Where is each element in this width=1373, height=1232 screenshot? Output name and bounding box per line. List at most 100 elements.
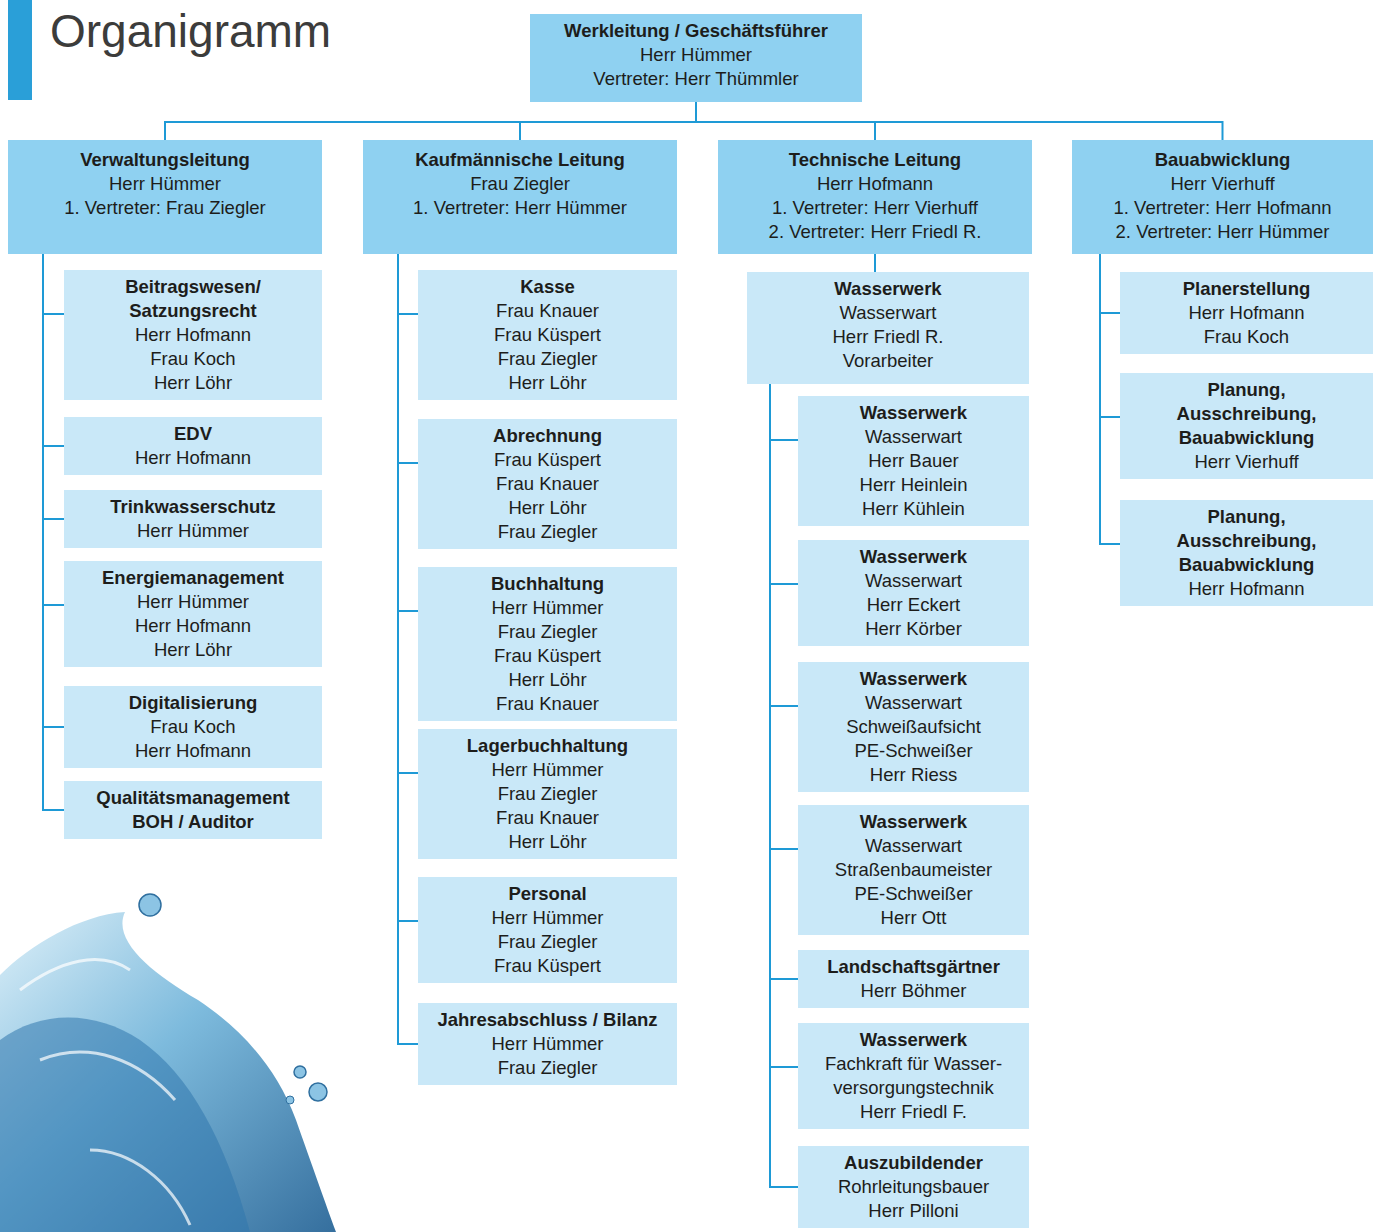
box-text: Herr Eckert <box>806 593 1021 617</box>
box-text: Herr Hofmann <box>72 739 314 763</box>
box-heading: Kasse <box>426 275 669 299</box>
box-text: Herr Löhr <box>426 496 669 520</box>
box-heading: Energiemanagement <box>72 566 314 590</box>
box-text: Herr Hümmer <box>426 758 669 782</box>
box-heading: Planung, Ausschreibung, Bauabwicklung <box>1162 378 1332 450</box>
box-text: Frau Ziegler <box>371 172 669 196</box>
box-text: Frau Knauer <box>426 299 669 323</box>
box-text: Herr Riess <box>806 763 1021 787</box>
box-text: 1. Vertreter: Herr Hümmer <box>371 196 669 220</box>
box-text: Fachkraft für Wasser- versorgungstechnik <box>806 1052 1021 1100</box>
box-text: Herr Pilloni <box>806 1199 1021 1223</box>
box-text: Herr Hofmann <box>72 323 314 347</box>
box-heading: Landschaftsgärtner <box>806 955 1021 979</box>
department-box: BauabwicklungHerr Vierhuff1. Vertreter: … <box>1072 140 1373 254</box>
unit-box: EnergiemanagementHerr HümmerHerr Hofmann… <box>64 561 322 667</box>
box-text: Herr Hofmann <box>1128 577 1365 601</box>
box-heading: Wasserwerk <box>755 277 1021 301</box>
org-connector <box>770 384 798 1067</box>
box-text: Frau Ziegler <box>426 347 669 371</box>
org-connector <box>43 254 64 519</box>
box-text: Frau Ziegler <box>426 930 669 954</box>
unit-box: PersonalHerr HümmerFrau ZieglerFrau Küsp… <box>418 877 677 983</box>
unit-box: WasserwerkWasserwartSchweißaufsichtPE-Sc… <box>798 662 1029 792</box>
box-text: Rohrleitungsbauer <box>806 1175 1021 1199</box>
box-text: Frau Koch <box>1128 325 1365 349</box>
box-heading: Jahresabschluss / Bilanz <box>426 1008 669 1032</box>
box-text: Herr Hofmann <box>726 172 1024 196</box>
box-text: Herr Friedl F. <box>806 1100 1021 1124</box>
org-connector <box>43 254 64 446</box>
box-text: Frau Koch <box>72 715 314 739</box>
box-text: Frau Küspert <box>426 448 669 472</box>
box-text: PE-Schweißer <box>806 882 1021 906</box>
unit-box: WasserwerkWasserwartHerr Friedl R.Vorarb… <box>747 272 1029 384</box>
box-text: Herr Hümmer <box>72 519 314 543</box>
org-connector <box>398 254 418 921</box>
box-heading: EDV <box>72 422 314 446</box>
box-text: Frau Ziegler <box>426 620 669 644</box>
unit-box: LandschaftsgärtnerHerr Böhmer <box>798 950 1029 1008</box>
box-heading: Qualitätsmanagement <box>72 786 314 810</box>
water-splash-shade <box>0 1018 250 1232</box>
unit-box: WasserwerkFachkraft für Wasser- versorgu… <box>798 1023 1029 1129</box>
box-heading: Planung, Ausschreibung, Bauabwicklung <box>1162 505 1332 577</box>
org-connector <box>520 102 696 140</box>
box-heading: Auszubildender <box>806 1151 1021 1175</box>
unit-box: WasserwerkWasserwartStraßenbaumeisterPE-… <box>798 805 1029 935</box>
box-text: Herr Löhr <box>426 830 669 854</box>
org-connector <box>1100 254 1120 313</box>
unit-box: TrinkwasserschutzHerr Hümmer <box>64 490 322 548</box>
department-box: VerwaltungsleitungHerr Hümmer1. Vertrete… <box>8 140 322 254</box>
unit-box: Planung, Ausschreibung, BauabwicklungHer… <box>1120 500 1373 606</box>
box-text: Herr Hümmer <box>538 43 854 67</box>
org-connector <box>770 384 798 979</box>
box-text: Frau Ziegler <box>426 1056 669 1080</box>
unit-box: BuchhaltungHerr HümmerFrau ZieglerFrau K… <box>418 567 677 721</box>
box-text: Herr Hofmann <box>72 446 314 470</box>
box-text: 2. Vertreter: Herr Hümmer <box>1080 220 1365 244</box>
box-text: Herr Körber <box>806 617 1021 641</box>
org-connector <box>43 254 64 314</box>
water-splash <box>0 912 336 1232</box>
box-heading: Digitalisierung <box>72 691 314 715</box>
unit-box: WasserwerkWasserwartHerr EckertHerr Körb… <box>798 540 1029 646</box>
unit-box: AuszubildenderRohrleitungsbauerHerr Pill… <box>798 1146 1029 1228</box>
org-connector <box>770 384 798 1187</box>
box-text: Herr Hofmann <box>1128 301 1365 325</box>
unit-box: Beitragswesen/ SatzungsrechtHerr Hofmann… <box>64 270 322 400</box>
org-connector <box>398 254 418 611</box>
box-text: Herr Löhr <box>426 668 669 692</box>
box-text: Herr Hümmer <box>426 596 669 620</box>
unit-box: Jahresabschluss / BilanzHerr HümmerFrau … <box>418 1003 677 1085</box>
box-text: PE-Schweißer <box>806 739 1021 763</box>
box-text: Herr Kühlein <box>806 497 1021 521</box>
box-heading: Buchhaltung <box>426 572 669 596</box>
box-text: Frau Küspert <box>426 323 669 347</box>
box-text: Wasserwart <box>806 691 1021 715</box>
box-text: Frau Knauer <box>426 692 669 716</box>
box-text: 1. Vertreter: Herr Vierhuff <box>726 196 1024 220</box>
box-heading: Technische Leitung <box>726 148 1024 172</box>
unit-box: PlanerstellungHerr HofmannFrau Koch <box>1120 272 1373 354</box>
page-title: Organigramm <box>50 6 331 57</box>
org-connector <box>43 254 64 727</box>
department-box: Technische LeitungHerr Hofmann1. Vertret… <box>718 140 1032 254</box>
box-heading: Planerstellung <box>1128 277 1365 301</box>
org-connector <box>770 384 798 706</box>
box-heading: Lagerbuchhaltung <box>426 734 669 758</box>
box-text: Herr Hümmer <box>16 172 314 196</box>
management-box: Werkleitung / GeschäftsführerHerr Hümmer… <box>530 14 862 102</box>
org-connector <box>398 254 418 773</box>
box-text: 2. Vertreter: Herr Friedl R. <box>726 220 1024 244</box>
box-heading: Trinkwasserschutz <box>72 495 314 519</box>
org-connector <box>874 254 876 272</box>
box-text: Wasserwart <box>806 834 1021 858</box>
org-connector <box>398 254 418 1044</box>
unit-box: KasseFrau KnauerFrau KüspertFrau Ziegler… <box>418 270 677 400</box>
box-text: Herr Ott <box>806 906 1021 930</box>
box-text: 1. Vertreter: Frau Ziegler <box>16 196 314 220</box>
org-connector <box>770 384 798 584</box>
box-text: Herr Hümmer <box>72 590 314 614</box>
